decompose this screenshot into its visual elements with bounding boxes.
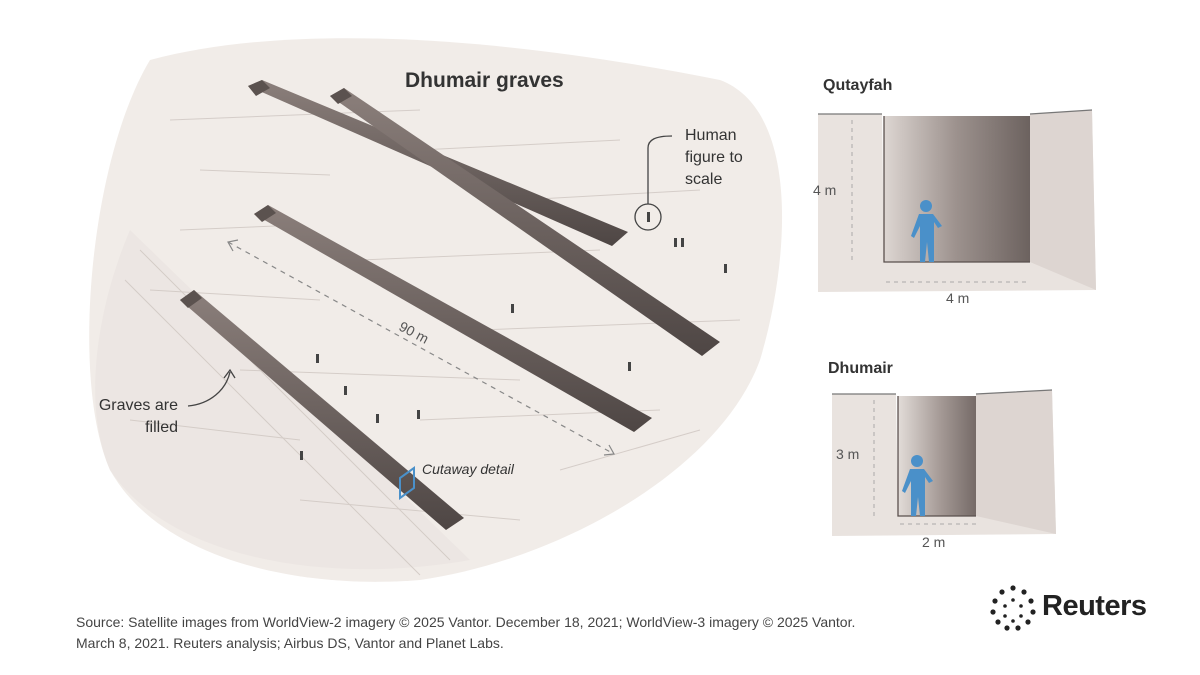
qutayfah-depth-label: 4 m [813, 182, 837, 198]
human-figure-icon [902, 455, 933, 516]
reuters-logo-text: Reuters [1042, 590, 1147, 622]
reuters-logo-icon [990, 585, 1036, 631]
graves-filled-label: Graves are filled [98, 397, 178, 436]
qutayfah-title: Qutayfah [823, 77, 893, 94]
dhumair-width-label: 2 m [922, 534, 946, 550]
qutayfah-width-label: 4 m [946, 290, 970, 306]
qutayfah-cross-section [818, 109, 1096, 292]
human-figure-callout [634, 135, 673, 231]
human-figure-label: Human figure to scale [685, 127, 743, 188]
main-title: Dhumair graves [405, 69, 564, 92]
grave-trench-3 [254, 205, 652, 432]
dhumair-cross-section [832, 389, 1056, 536]
human-figures [300, 212, 727, 460]
source-note: Source: Satellite images from WorldView-… [76, 614, 856, 651]
cutaway-marker [399, 466, 415, 500]
human-figure-icon [911, 200, 942, 262]
graves-filled-callout [187, 368, 236, 407]
grave-trench-2 [330, 88, 720, 356]
grave-trench-4 [180, 290, 464, 530]
dhumair-title: Dhumair [828, 360, 893, 377]
cutaway-label: Cutaway detail [422, 461, 514, 477]
distance-dimension [227, 239, 615, 456]
dhumair-depth-label: 3 m [836, 446, 860, 462]
